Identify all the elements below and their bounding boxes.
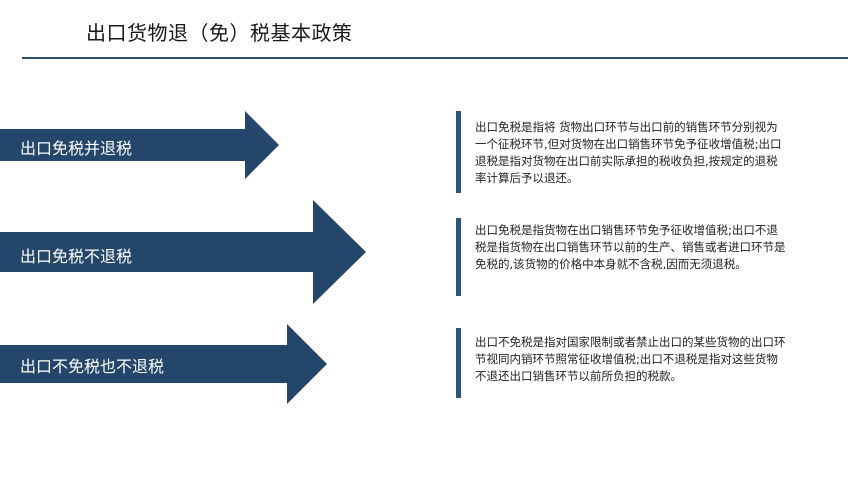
accent-bar [456,111,461,193]
policy-arrow-1: 出口免税并退税 [0,111,290,179]
arrow-shape [0,200,366,304]
policy-arrow-3: 出口不免税也不退税 [0,324,330,404]
policy-label-2: 出口免税不退税 [20,247,133,266]
policy-label-3: 出口不免税也不退税 [20,357,165,376]
accent-bar [456,218,461,296]
policy-arrow-2: 出口免税不退税 [0,200,370,304]
title-divider [22,57,848,59]
arrow-shape [0,324,327,404]
page-title: 出口货物退（免）税基本政策 [86,21,353,45]
policy-description-1: 出口免税是指将 货物出口环节与出口前的销售环节分别视为一个征税环节,但对货物在出… [475,120,782,185]
arrow-shape [0,111,279,179]
policy-label-1: 出口免税并退税 [20,139,133,158]
accent-bar [456,328,461,398]
policy-description-3: 出口不免税是指对国家限制或者禁止出口的某些货物的出口环节视同内销环节照常征收增值… [475,335,786,383]
policy-description-2: 出口免税是指货物在出口销售环节免予征收增值税;出口不退税是指货物在出口销售环节以… [475,223,786,271]
